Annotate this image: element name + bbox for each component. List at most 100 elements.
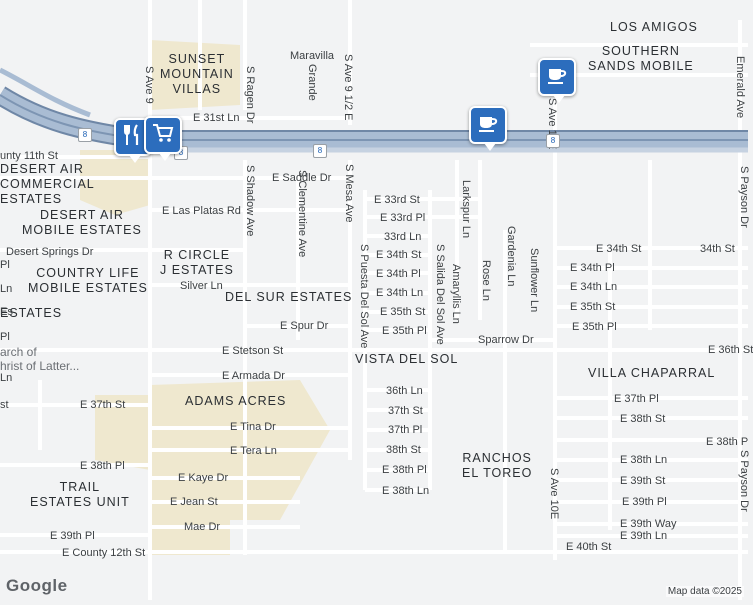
google-logo: Google [6,576,68,595]
area-label: COUNTRY LIFE MOBILE ESTATES [28,266,148,295]
street-label: S Salida Del Sol Ave [434,244,446,345]
street-label: 36th Ln [386,385,423,397]
street-label: Maravilla [290,50,335,62]
street-label: S Shadow Ave [244,165,256,237]
area-label: RANCHOS EL TOREO [462,451,533,480]
street-label: Sparrow Dr [478,334,534,346]
street-label: S Payson Dr [738,450,750,512]
street-label: E 34th Pl [376,268,421,280]
area-label: DEL SUR ESTATES [225,290,353,304]
street-label: S Puesta Del Sol Ave [358,244,370,349]
street-label: E 31st Ln [193,112,240,124]
street-label: E 39th St [620,475,666,487]
area-label: DESERT AIR COMMERCIAL ESTATES [0,162,95,206]
street-label: E 38th Ln [382,485,430,497]
area-label: VILLA CHAPARRAL [588,366,716,380]
shopping-cart-icon [152,123,174,148]
street-label: Mae Dr [184,521,221,533]
street-label: E Spur Dr [280,320,329,332]
street-label: E 35th Pl [382,325,427,337]
street-label: 38th St [386,444,421,456]
street-label: E 39th Pl [50,530,95,542]
area-label: ESTATES [0,306,63,320]
street-label: E 38th Pl [382,464,427,476]
map-attribution[interactable]: Map data ©2025 [665,586,744,597]
street-label: 34th St [700,243,735,255]
street-label: E Tera Ln [230,445,277,457]
street-label: Ln [0,283,13,295]
area-label: SOUTHERN SANDS MOBILE [588,44,694,73]
street-label: E Armada Dr [222,370,285,382]
street-label: S Ave 9 1/2 E [342,54,354,121]
street-label: Gardenia Ln [505,226,517,287]
area-label: TRAIL ESTATES UNIT [30,480,130,509]
street-label: Rose Ln [480,260,492,301]
street-label: E 34th St [596,243,642,255]
interstate-8-shield: 8 [313,144,327,158]
area-label: SUNSET MOUNTAIN VILLAS [160,52,234,96]
street-label: E 37th St [80,399,126,411]
street-label: E County 12th St [62,547,146,559]
street-label: E 33rd Pl [380,212,426,224]
poi-label: hrist of Latter... [0,359,80,373]
street-label: E 39th Pl [622,496,667,508]
coffee-cup-icon [546,65,568,90]
street-label: E 34th Ln [570,281,618,293]
street-label: Pl [0,259,10,271]
street-label: E Las Platas Rd [162,205,241,217]
street-label: E 38th Pl [80,460,125,472]
street-label: Desert Springs Dr [6,246,94,258]
street-label: S Ave 10E [548,468,560,520]
area-label: VISTA DEL SOL [355,352,459,366]
street-label: E Stetson St [222,345,284,357]
street-label: E 38th P [706,436,749,448]
street-label: 37th St [388,405,423,417]
area-label: R CIRCLE J ESTATES [160,248,234,277]
street-label: Grande [306,64,318,101]
street-label: Silver Ln [180,280,223,292]
street-label: E 35th St [380,306,426,318]
street-label: Emerald Ave [734,56,746,119]
area-label: ADAMS ACRES [185,394,287,408]
street-label: S Ave 9 [143,66,155,104]
street-label: E 35th St [570,301,616,313]
street-label: Amaryllis Ln [450,264,462,324]
street-label: st [0,399,9,411]
cafe-pin[interactable] [538,58,576,103]
street-label: unty 11th St [0,150,58,162]
street-label: E 35th Pl [572,321,617,333]
street-label: E Jean St [170,496,218,508]
street-label: Larkspur Ln [460,180,472,239]
street-label: E 40th St [566,541,612,553]
street-label: E 38th St [620,413,666,425]
street-label: S Clementine Ave [296,170,308,258]
interstate-8-shield: 8 [546,134,560,148]
street-label: E Kaye Dr [178,472,229,484]
street-label: 33rd Ln [384,231,422,243]
poi-label: arch of [0,345,37,359]
street-label: Ln [0,372,13,384]
street-label: E 39th Way [620,518,677,530]
street-label: S Payson Dr [738,166,750,228]
street-label: E 36th St [708,344,753,356]
street-label: E 34th Pl [570,262,615,274]
street-label: E 39th Ln [620,530,668,542]
street-label: 37th Pl [388,424,423,436]
street-label: S Ragen Dr [244,66,256,124]
cafe-pin[interactable] [469,106,507,151]
street-label: E Saddle Dr [272,172,332,184]
street-label: E 34th Ln [376,287,424,299]
street-label: Sunflower Ln [528,248,540,313]
street-label: S Mesa Ave [343,164,355,223]
area-label: DESERT AIR MOBILE ESTATES [22,208,142,237]
coffee-cup-icon [477,113,499,138]
area-label: LOS AMIGOS [610,20,698,34]
street-label: E 33rd St [374,194,420,206]
restaurant-icon [123,123,143,151]
street-label: E 38th Ln [620,454,668,466]
shopping-pin[interactable] [144,116,182,161]
street-label: E 37th Pl [614,393,659,405]
